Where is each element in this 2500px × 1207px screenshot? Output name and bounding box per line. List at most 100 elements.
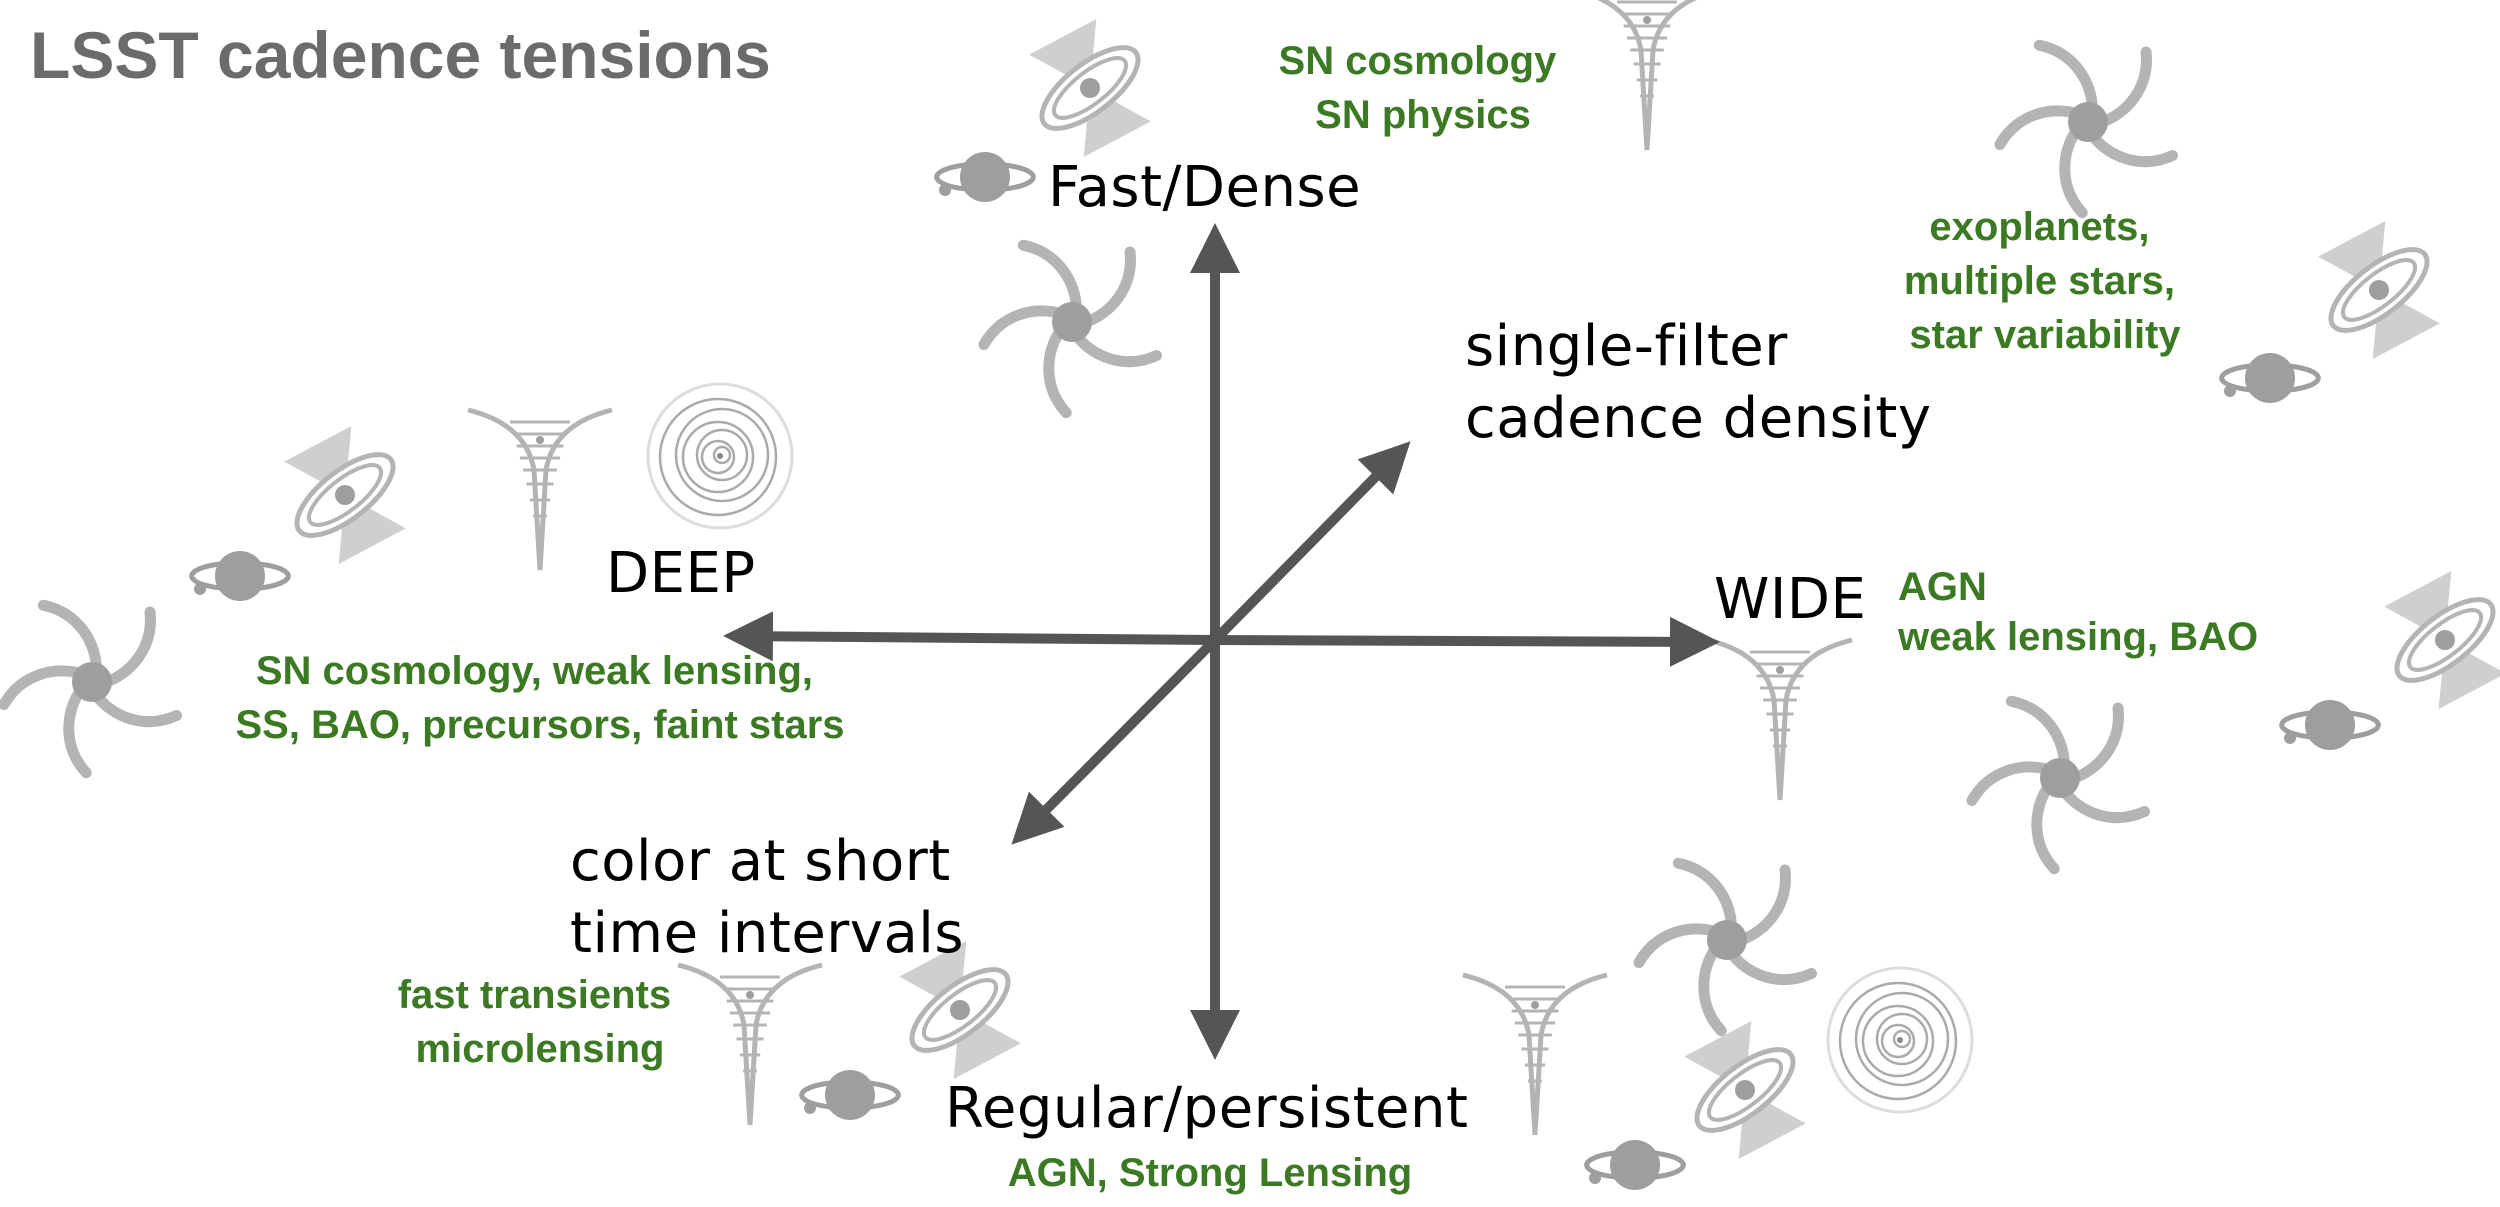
kilonova-core: [335, 485, 355, 505]
galaxy-arm: [1633, 923, 1722, 969]
galaxy-arm: [978, 305, 1067, 351]
galaxy-arm: [2068, 702, 2124, 784]
funnel-outline: [467, 407, 613, 571]
planet-ring-front: [802, 1089, 901, 1111]
funnel-marker: [1643, 16, 1651, 24]
axis-diag-down-arrow: [1011, 636, 1219, 845]
axis-label-diag-down: color at short time intervals: [570, 829, 969, 966]
science-bottom: AGN, Strong Lensing: [1008, 1151, 1412, 1195]
kilonova-core: [1735, 1080, 1755, 1100]
axis-diag-up-arrow: [1211, 441, 1411, 644]
science-bottom-line1: AGN, Strong Lensing: [1008, 1151, 1412, 1195]
kilonova-icon: [284, 425, 406, 565]
galaxy-arm: [0, 665, 87, 711]
planet-moon: [2284, 732, 2296, 744]
planet-ring-front: [192, 570, 291, 592]
galaxy-arm: [2005, 695, 2070, 771]
science-left-line2: SS, BAO, precursors, faint stars: [235, 703, 844, 747]
funnel-marker: [1531, 1001, 1539, 1009]
science-top-right: exoplanets, multiple stars, star variabi…: [1904, 205, 2186, 357]
galaxy-core: [2040, 758, 2080, 798]
planet-moon: [804, 1102, 816, 1114]
kilonova-disk-inner: [306, 463, 384, 527]
axis-label-right: WIDE: [1714, 567, 1866, 632]
galaxy-arm: [90, 689, 182, 728]
planet-icon: [799, 1070, 901, 1120]
planet-icon: [2219, 353, 2321, 403]
galaxy-arm: [1017, 239, 1082, 315]
kilonova-core: [1080, 78, 1100, 98]
kilonova-disk-inner: [1051, 56, 1129, 120]
galaxy-core: [72, 662, 112, 702]
kilonova-disk-inner: [2340, 258, 2418, 322]
science-top-right-line3: star variability: [1909, 313, 2181, 357]
planet-ring-front: [937, 171, 1036, 193]
science-right-line1: AGN: [1898, 565, 1987, 609]
galaxy-arm: [2086, 129, 2178, 168]
planet-body: [2305, 700, 2355, 750]
funnel-marker: [1776, 666, 1784, 674]
planet-body: [1610, 1140, 1660, 1190]
science-bottom-left-line2: microlensing: [416, 1027, 665, 1071]
planet-ring-front: [1587, 1159, 1686, 1181]
planet-body: [825, 1070, 875, 1120]
orbit-ring: [1875, 1012, 1929, 1066]
axis-label-diag-up: single-filter cadence density: [1465, 314, 1931, 451]
planet-icon: [934, 152, 1036, 202]
galaxy-icon: [1633, 857, 1817, 1037]
galaxy-arm: [1725, 947, 1817, 986]
galaxy-icon: [1966, 695, 2150, 875]
planet-body: [960, 152, 1010, 202]
kilonova-icon: [1029, 18, 1151, 158]
planet-icon: [189, 551, 291, 601]
galaxy-icon: [0, 599, 182, 779]
axis-label-diag-down-line2: time intervals: [570, 901, 964, 966]
axis-label-up: Fast/Dense: [1048, 155, 1361, 220]
funnel-outline: [1596, 0, 1698, 151]
planet-ring-front: [2282, 719, 2381, 741]
kilonova-core: [950, 1000, 970, 1020]
kilonova-icon: [2318, 220, 2440, 360]
kilonova-core: [2435, 630, 2455, 650]
funnel-marker: [746, 991, 754, 999]
planet-moon: [939, 184, 951, 196]
kilonova-disk-inner: [2406, 608, 2484, 672]
funnel-icon: [1707, 637, 1853, 801]
galaxy-arm: [1994, 105, 2083, 151]
axis-label-diag-up-line1: single-filter: [1465, 314, 1788, 379]
orbit-ring: [712, 445, 732, 465]
galaxy-arm: [2033, 39, 2098, 115]
science-top-line2: SN physics: [1315, 93, 1531, 137]
galaxy-arm: [2059, 124, 2088, 219]
planet-ring-front: [2222, 372, 2321, 394]
planet-body: [2245, 353, 2295, 403]
science-right: AGN weak lensing, BAO: [1897, 565, 2258, 659]
science-bottom-left-line1: fast transients: [398, 973, 671, 1017]
orbit-ring: [681, 420, 755, 494]
orbit-ring: [1854, 991, 1950, 1087]
science-bottom-left: fast transients microlensing: [398, 973, 683, 1071]
planet-moon: [1589, 1172, 1601, 1184]
orbit-ring: [674, 407, 770, 503]
planet-moon: [2224, 385, 2236, 397]
galaxy-arm: [2058, 785, 2150, 824]
galaxy-arm: [2096, 46, 2152, 128]
orbits-icon: [1826, 966, 1974, 1114]
planet-icon: [2279, 700, 2381, 750]
science-left: SN cosmology, weak lensing, SS, BAO, pre…: [235, 649, 844, 747]
funnel-marker: [536, 436, 544, 444]
orbit-ring: [658, 397, 778, 517]
funnel-outline: [1462, 972, 1608, 1136]
orbit-ring: [1838, 981, 1958, 1101]
orbit-ring: [1892, 1029, 1912, 1049]
galaxy-icon: [1994, 39, 2178, 219]
galaxy-arm: [1043, 324, 1072, 419]
galaxy-arm: [1672, 857, 1737, 933]
axes: [723, 223, 1720, 1060]
planet-body: [215, 551, 265, 601]
axis-left-arrow: [723, 611, 1216, 662]
orbit-ring: [1880, 1023, 1916, 1059]
science-top-right-line2: multiple stars,: [1904, 259, 2175, 303]
orbit-ring: [700, 439, 736, 475]
